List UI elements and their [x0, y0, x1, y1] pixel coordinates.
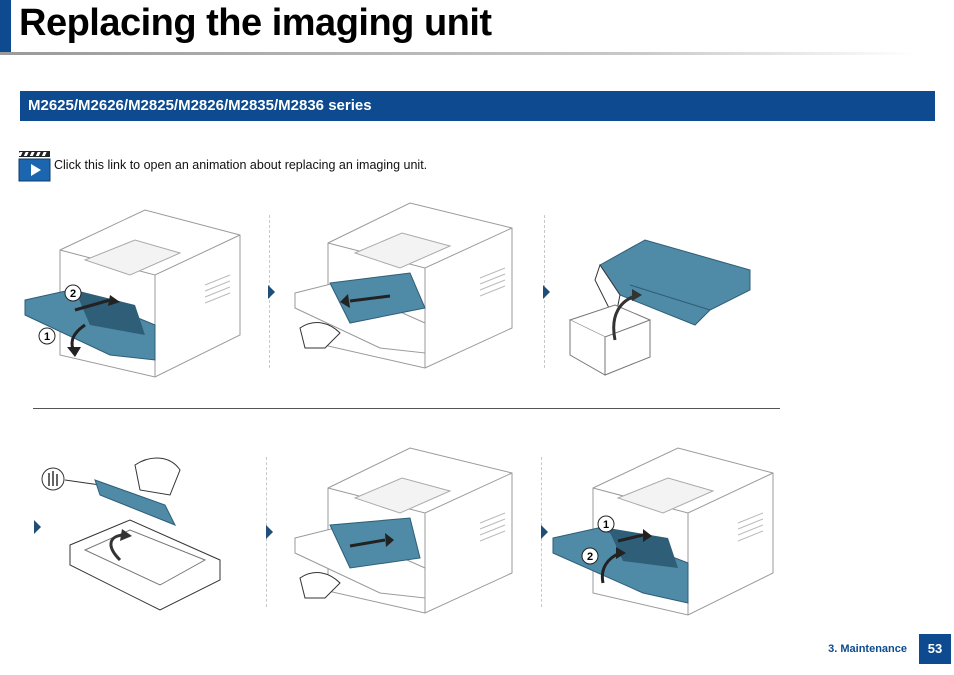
title-underline — [0, 52, 915, 55]
step-3-remove-packaging-illustration — [568, 239, 751, 376]
triangle-right-icon — [266, 525, 273, 539]
page-number: 53 — [919, 634, 951, 664]
triangle-right-icon — [543, 285, 550, 299]
animation-link[interactable]: Click this link to open an animation abo… — [18, 147, 427, 183]
triangle-right-icon — [541, 525, 548, 539]
section-heading: M2625/M2626/M2825/M2826/M2835/M2836 seri… — [20, 91, 935, 121]
step-6-label-a: 1 — [603, 519, 609, 531]
triangle-right-icon — [34, 520, 41, 534]
animation-link-text[interactable]: Click this link to open an animation abo… — [54, 158, 428, 172]
step-6-close-cover-illustration: 1 2 — [552, 447, 774, 616]
step-1-label-a: 2 — [70, 288, 76, 300]
title-accent-bar — [0, 0, 11, 52]
step-5-insert-unit-illustration — [294, 447, 513, 614]
step-1-label-b: 1 — [44, 331, 50, 343]
row-divider — [33, 408, 780, 409]
clapperboard-play-icon[interactable] — [18, 147, 52, 183]
hand-caution-icon — [48, 471, 58, 486]
footer-chapter[interactable]: 3. Maintenance — [828, 643, 907, 655]
step-1-open-cover-illustration: 2 1 — [24, 209, 241, 378]
page-title: Replacing the imaging unit — [19, 2, 492, 44]
step-4-shake-unit-illustration — [41, 457, 221, 611]
step-6-label-b: 2 — [587, 551, 593, 563]
step-2-pull-unit-illustration — [294, 202, 513, 369]
triangle-right-icon — [268, 285, 275, 299]
